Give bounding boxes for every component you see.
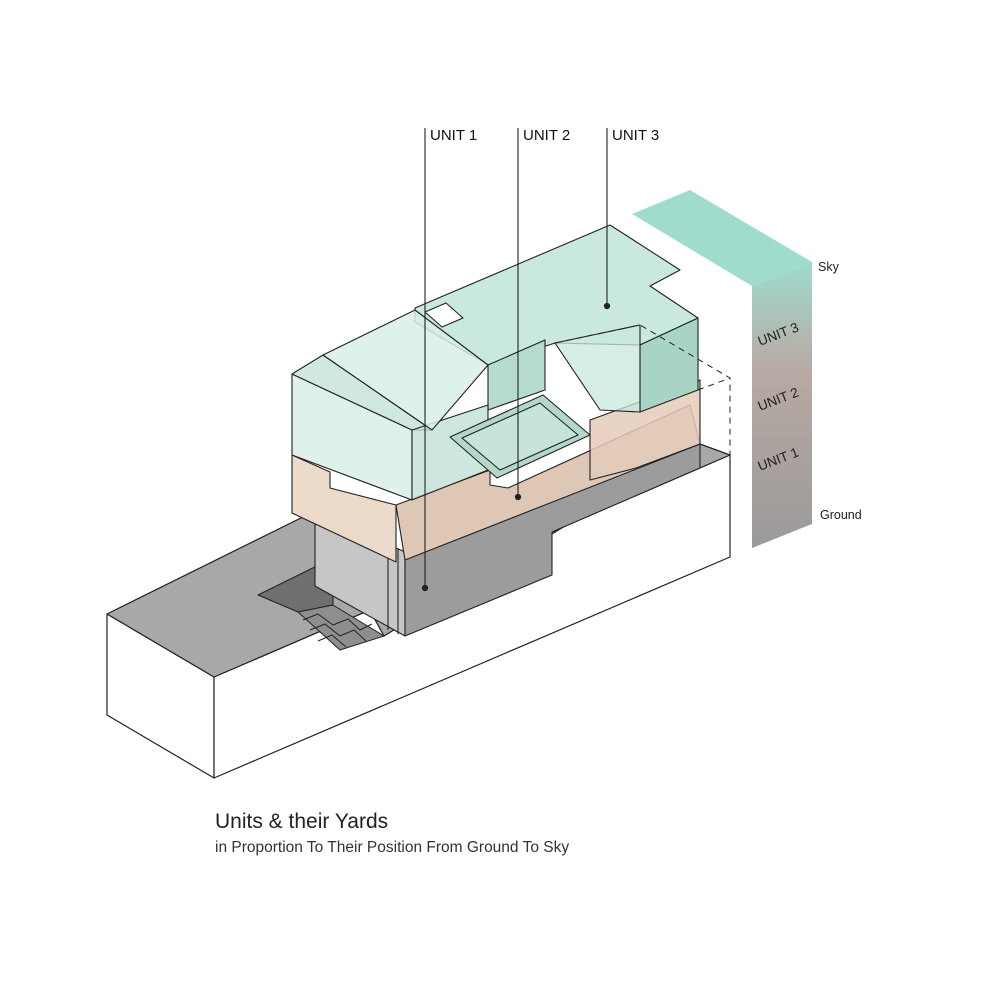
diagram-title: Units & their Yards [215, 810, 389, 833]
scale-label-sky: Sky [818, 260, 840, 274]
callout-leaders [421, 128, 611, 592]
callout-unit2: UNIT 2 [523, 127, 570, 144]
sky-band [632, 190, 812, 286]
diagram-subtitle: in Proportion To Their Position From Gro… [215, 839, 570, 856]
unit3-inner-glass [322, 309, 489, 431]
roof-skylight [424, 302, 464, 328]
unit3-front-block [487, 339, 546, 411]
callout-unit3: UNIT 3 [612, 127, 659, 144]
elevation-scale-bar [632, 190, 812, 548]
callout-unit1: UNIT 1 [430, 127, 477, 144]
unit3-courtyard [449, 394, 591, 479]
stair-pit [257, 557, 385, 651]
level-bar [752, 262, 812, 548]
ghost-outline [554, 324, 731, 455]
scale-label-ground: Ground [820, 508, 862, 522]
